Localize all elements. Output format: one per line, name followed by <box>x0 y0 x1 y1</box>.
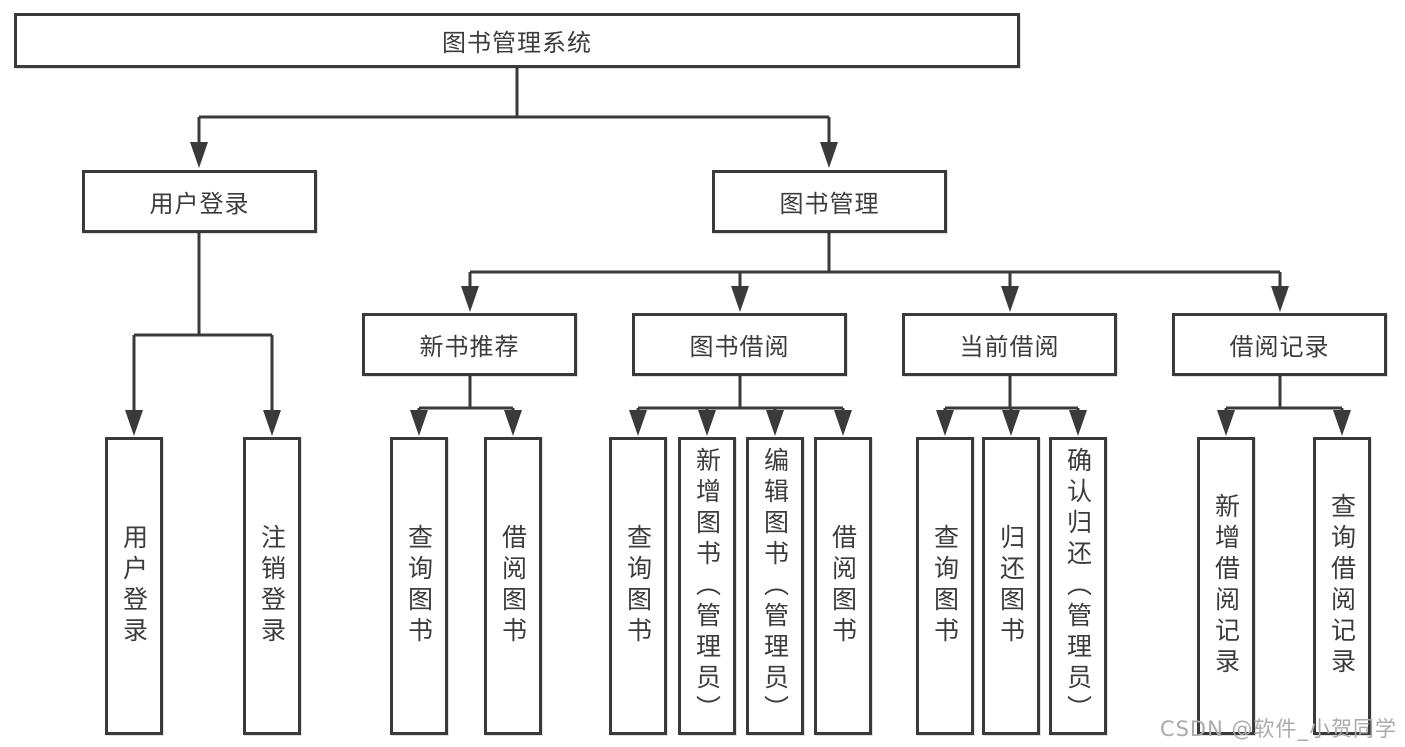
node-borrow-records: 借阅记录 <box>1172 313 1387 376</box>
leaf-confirm-return-admin: 确认归还（管理员） <box>1049 437 1107 735</box>
leaf-add-book-admin: 新增图书（管理员） <box>678 437 736 735</box>
node-book-management: 图书管理 <box>712 170 947 233</box>
leaf-return-book: 归还图书 <box>982 437 1040 735</box>
node-label: 新增图书（管理员） <box>692 446 722 726</box>
leaf-query-books-recommend: 查询图书 <box>390 437 448 735</box>
node-label: 用户登录 <box>149 190 250 218</box>
node-book-borrow: 图书借阅 <box>632 313 847 376</box>
node-label: 查询图书 <box>404 524 434 648</box>
node-current-borrow: 当前借阅 <box>902 313 1117 376</box>
node-label: 当前借阅 <box>959 333 1060 361</box>
node-user-login: 用户登录 <box>82 170 317 233</box>
node-label: 图书管理 <box>779 190 880 218</box>
node-label: 借阅图书 <box>498 524 528 648</box>
node-label: 图书管理系统 <box>442 29 592 57</box>
node-label: 借阅记录 <box>1229 333 1330 361</box>
node-library-management-system: 图书管理系统 <box>14 13 1020 68</box>
node-label: 查询图书 <box>930 524 960 648</box>
leaf-add-borrow-record: 新增借阅记录 <box>1197 437 1255 735</box>
leaf-borrow-books-recommend: 借阅图书 <box>484 437 542 735</box>
leaf-user-login: 用户登录 <box>105 437 163 735</box>
node-label: 图书借阅 <box>689 333 790 361</box>
node-label: 查询借阅记录 <box>1327 493 1357 679</box>
leaf-query-books-borrow: 查询图书 <box>609 437 667 735</box>
node-label: 新书推荐 <box>419 333 520 361</box>
leaf-borrow-books: 借阅图书 <box>814 437 872 735</box>
node-label: 新增借阅记录 <box>1211 493 1241 679</box>
leaf-edit-book-admin: 编辑图书（管理员） <box>746 437 804 735</box>
leaf-query-books-current: 查询图书 <box>916 437 974 735</box>
arrowheads <box>125 142 1351 436</box>
node-label: 查询图书 <box>623 524 653 648</box>
node-label: 确认归还（管理员） <box>1063 446 1093 726</box>
node-new-book-recommend: 新书推荐 <box>362 313 577 376</box>
leaf-logout: 注销登录 <box>243 437 301 735</box>
node-label: 用户登录 <box>119 524 149 648</box>
node-label: 编辑图书（管理员） <box>760 446 790 726</box>
csdn-watermark: CSDN @软件_小贺同学 <box>1159 717 1397 741</box>
node-label: 借阅图书 <box>828 524 858 648</box>
node-label: 归还图书 <box>996 524 1026 648</box>
node-label: 注销登录 <box>257 524 287 648</box>
leaf-query-borrow-record: 查询借阅记录 <box>1313 437 1371 735</box>
